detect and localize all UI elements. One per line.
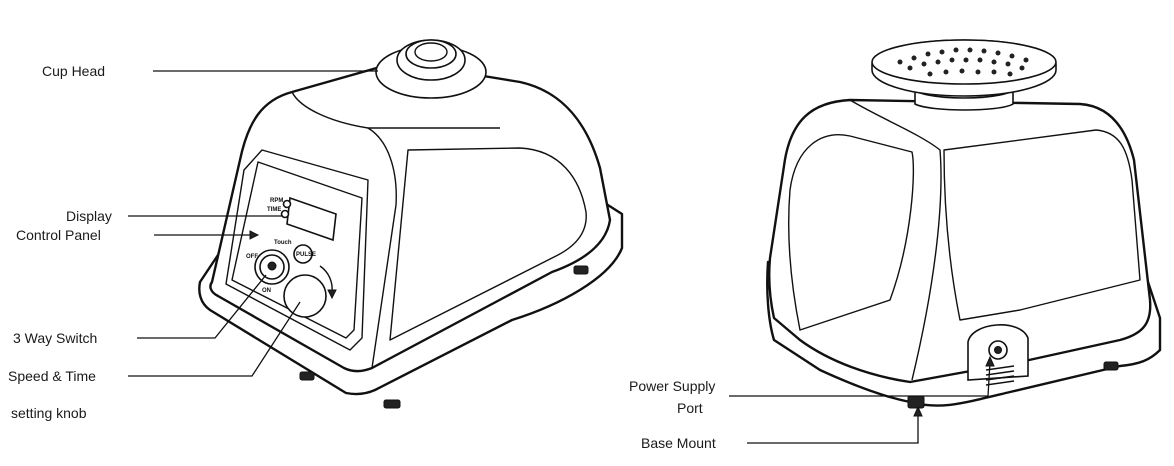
- control-panel-label: Control Panel: [16, 227, 101, 243]
- speed-time-label: Speed & Time: [8, 368, 96, 384]
- front-side-ridge: [367, 127, 397, 369]
- rear-side-panel: [788, 134, 915, 331]
- front-foot-left: [299, 371, 315, 381]
- speed-time-knob: [283, 265, 337, 318]
- rear-back-panel: [943, 129, 1141, 321]
- setting-knob-label: setting knob: [11, 405, 87, 421]
- three-way-switch-label: 3 Way Switch: [13, 330, 97, 346]
- control-panel-bezel: [231, 161, 363, 339]
- power-supply-label: Power Supply: [629, 378, 715, 394]
- time-led: [280, 209, 290, 219]
- base-mount-label: Base Mount: [641, 435, 716, 451]
- front-face: [225, 149, 369, 351]
- rear-cup-head: [871, 39, 1057, 111]
- off-text: OFF: [246, 254, 258, 260]
- rear-foot-right: [1103, 361, 1119, 371]
- time-text: TIME: [267, 207, 281, 213]
- base-mount-callout: [747, 412, 919, 444]
- rear-corner-edge: [849, 99, 942, 381]
- touch-text: Touch: [274, 240, 292, 246]
- power-port-arrow: [985, 355, 995, 367]
- base-mount-foot: [907, 395, 925, 409]
- power-port-callout: [729, 361, 991, 397]
- power-supply-port: [967, 324, 1029, 386]
- pulse-button: [293, 244, 313, 264]
- rpm-text: RPM: [270, 198, 283, 204]
- knob-callout: [128, 301, 301, 377]
- front-top-ridge: [291, 91, 500, 129]
- front-view-device: RPM TIME PULSE Touch OFF ON: [198, 39, 624, 409]
- switch-callout: [137, 274, 267, 339]
- callout-lines: [128, 70, 995, 444]
- rear-view-device: [766, 39, 1162, 409]
- rear-housing: [768, 98, 1152, 384]
- base-mount-arrow: [913, 405, 923, 417]
- cup-head-label: Cup Head: [42, 63, 105, 79]
- display-label: Display: [66, 208, 112, 224]
- front-foot-right: [573, 265, 589, 275]
- on-text: ON: [262, 288, 271, 294]
- front-foot-mid: [383, 399, 401, 409]
- three-way-switch: [254, 249, 290, 285]
- pulse-text: PULSE: [296, 252, 316, 258]
- front-side-panel: [389, 147, 587, 341]
- labels: Cup Head Display Control Panel 3 Way Swi…: [8, 63, 716, 451]
- control-panel-arrow: [249, 230, 260, 240]
- rpm-led: [282, 199, 292, 209]
- cup-head: [375, 39, 487, 99]
- power-supply-port-label: Port: [677, 400, 703, 416]
